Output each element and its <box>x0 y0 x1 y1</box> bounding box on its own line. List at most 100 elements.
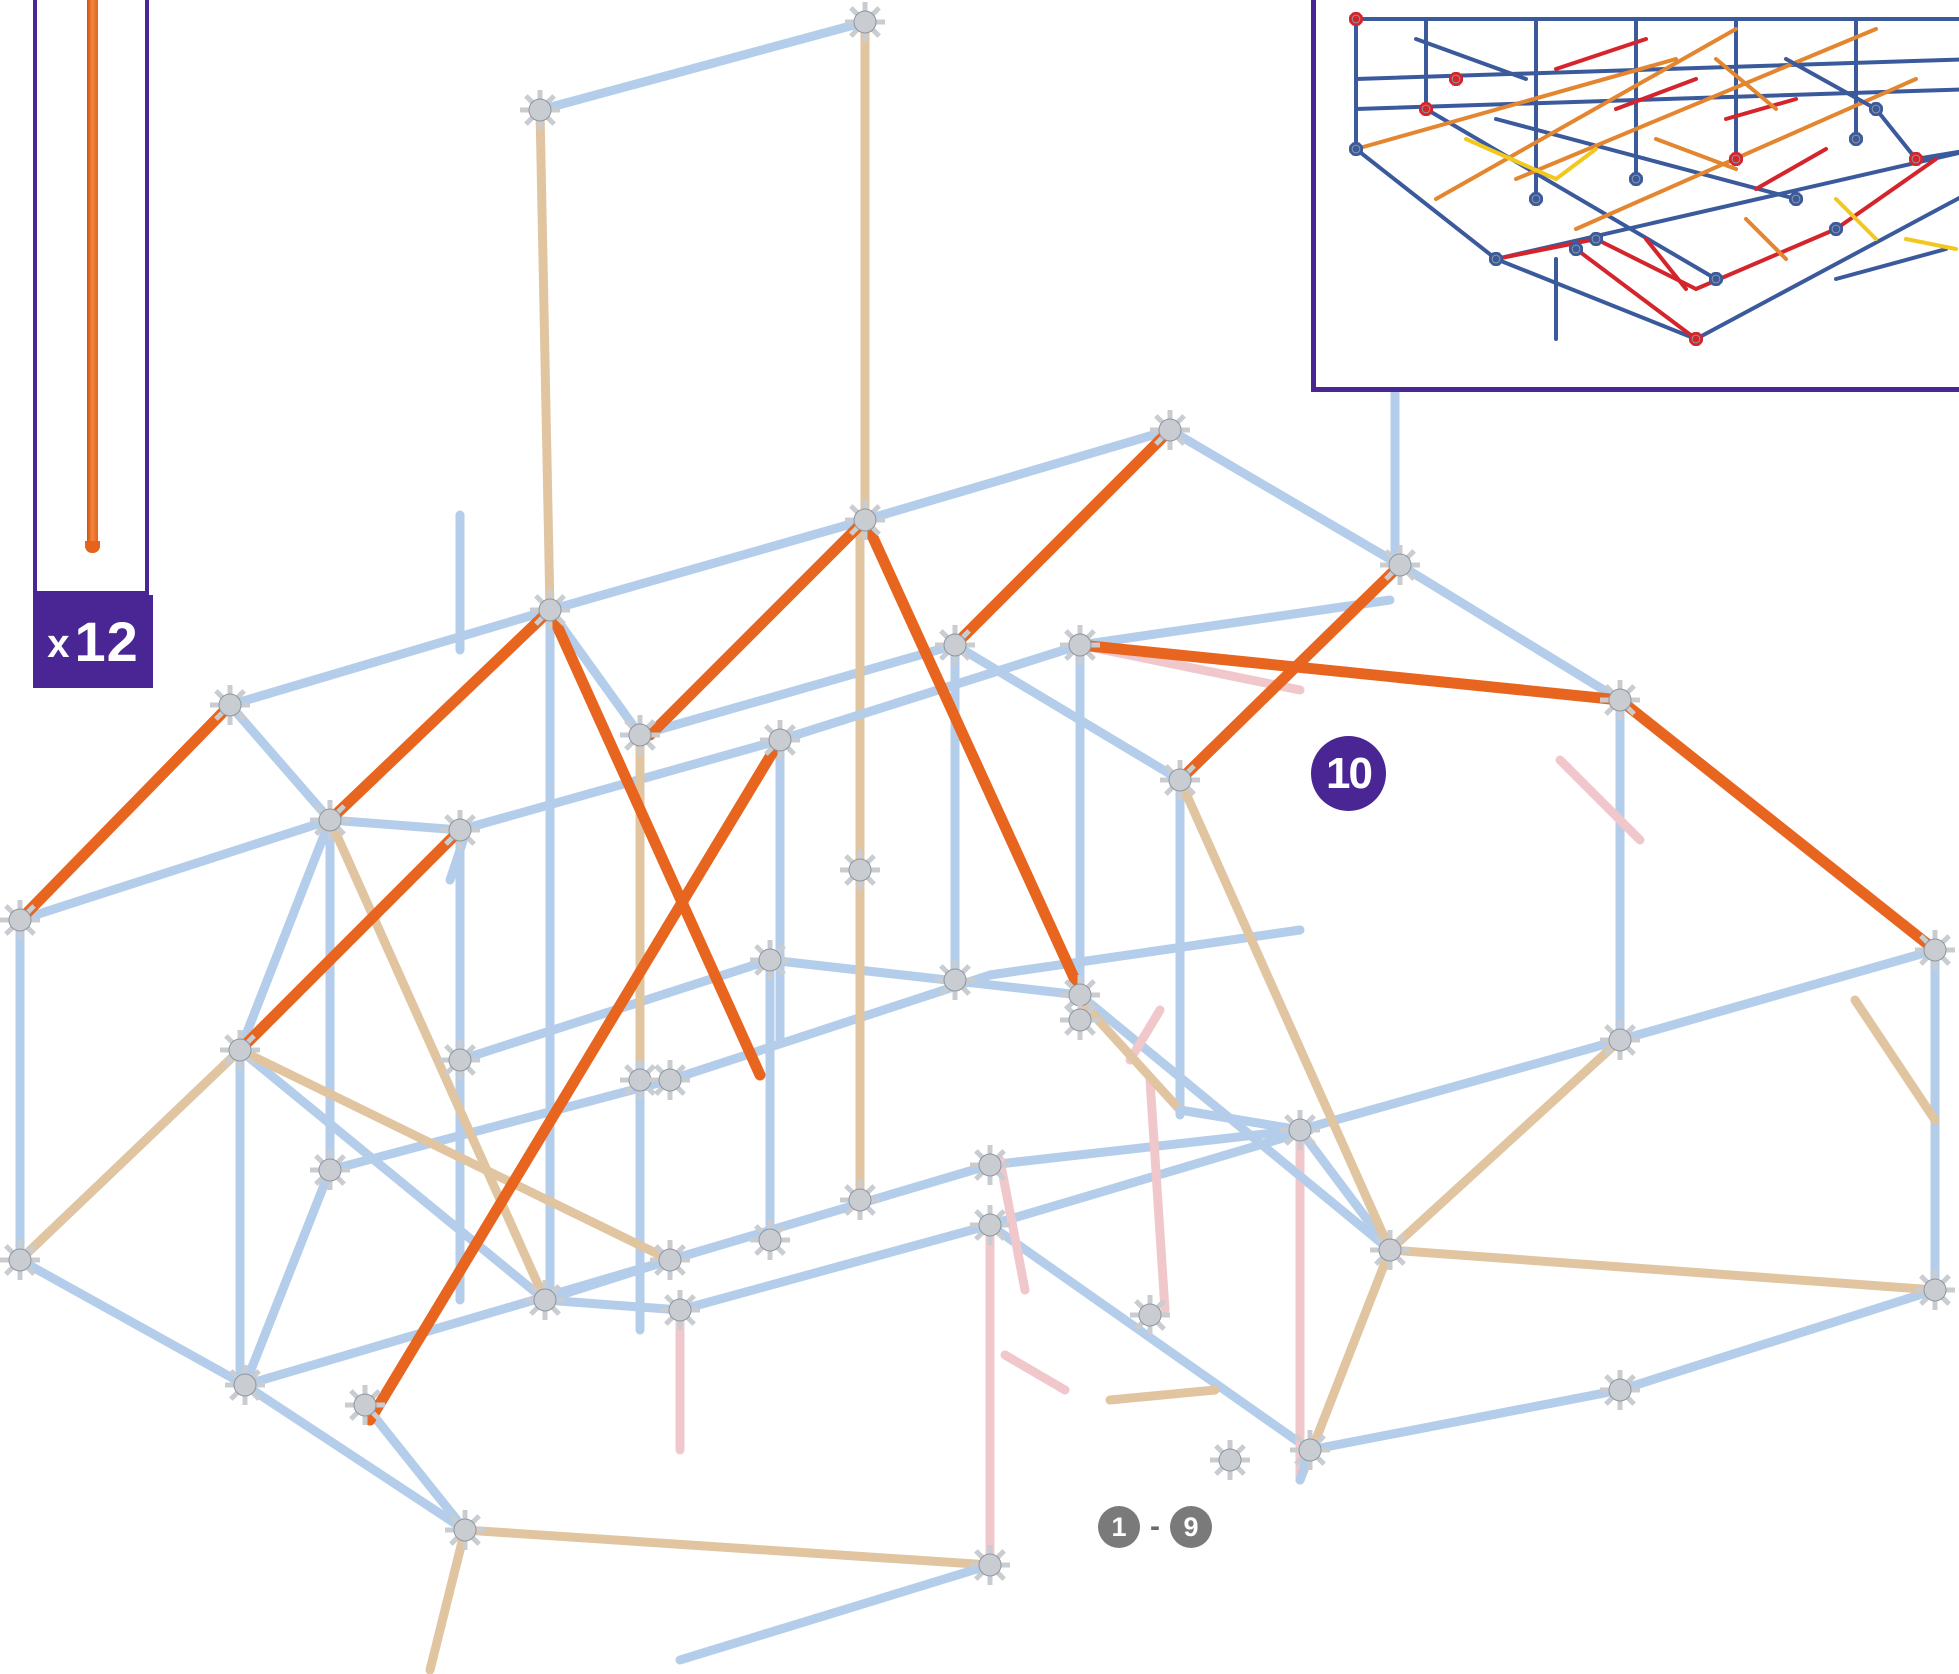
connector-hub-42 <box>1210 1440 1250 1480</box>
connector-hub-25 <box>1290 1430 1330 1470</box>
frame-rod-4 <box>545 515 870 615</box>
inset-rod-27 <box>1754 147 1828 191</box>
connector-hub-12 <box>1060 625 1100 665</box>
inset-rod-34 <box>1744 217 1788 261</box>
inset-rod-40 <box>1654 137 1738 171</box>
connector-hub-34 <box>660 1290 700 1330</box>
connector-hub-41 <box>345 1385 385 1425</box>
frame-rod-56 <box>765 955 1085 1000</box>
frame-rod-16 <box>1395 560 1625 705</box>
connector-hub-15 <box>220 1030 260 1070</box>
inset-rod-25 <box>1554 37 1648 71</box>
inset-rod-2 <box>1354 147 1498 261</box>
connector-hub-13 <box>1160 760 1200 800</box>
frame-rod-67 <box>1385 1035 1625 1255</box>
frame-rod-31 <box>1305 1385 1625 1455</box>
connector-hub-2 <box>530 590 570 630</box>
frame-rod-72 <box>15 1045 245 1265</box>
connector-hub-27 <box>840 850 880 890</box>
range-start-badge: 1 <box>1098 1506 1140 1548</box>
frame-rod-66 <box>1385 1245 1940 1295</box>
connector-hub-31 <box>750 940 790 980</box>
connector-hub-46 <box>750 1220 790 1260</box>
inset-rod-13 <box>1354 57 1678 151</box>
connector-hub-39 <box>1130 1295 1170 1335</box>
inset-rods <box>1349 12 1959 346</box>
inset-rod-11 <box>1424 107 1718 281</box>
connector-hub-26 <box>1600 680 1640 720</box>
connector-hub-17 <box>225 1365 265 1405</box>
inset-rod-33 <box>1554 147 1598 181</box>
inset-rod-3 <box>1494 150 1959 261</box>
frame-rod-46 <box>325 1075 675 1175</box>
connector-hub-36 <box>445 1510 485 1550</box>
frame-rod-28 <box>1615 945 1940 1045</box>
frame-rod-89 <box>1850 995 1940 1125</box>
connector-hub-23 <box>1915 1270 1955 1310</box>
frame-rod-80 <box>1555 755 1645 845</box>
inset-rod-39 <box>1904 237 1958 251</box>
frame-rod-14 <box>950 640 1185 785</box>
frame-rod-8 <box>325 815 465 835</box>
frame-rod-59 <box>240 1380 470 1535</box>
connector-hub-19 <box>970 1145 1010 1185</box>
connector-hub-14 <box>0 900 40 940</box>
inset-hub-9 <box>1729 152 1743 166</box>
frame-rod-61 <box>675 1560 995 1665</box>
connector-hub-18 <box>650 1240 690 1280</box>
connector-hub-11 <box>935 625 975 665</box>
connectors <box>0 2 1955 1585</box>
inset-rod-28 <box>1414 37 1528 81</box>
connector-hub-6 <box>210 685 250 725</box>
connector-hub-0 <box>520 90 560 130</box>
inset-rod-31 <box>1914 149 1959 161</box>
frame-rod-27 <box>1295 1035 1625 1135</box>
frame-rod-3 <box>225 605 555 710</box>
frame-rod-11 <box>1075 595 1395 650</box>
frame-rod-82 <box>1125 1005 1165 1065</box>
inset-hub-4 <box>1529 192 1543 206</box>
frame-rod-79 <box>1145 1075 1170 1315</box>
frame-rod-58 <box>460 1525 995 1570</box>
orange-rod-2 <box>234 824 466 1056</box>
quantity-value: 12 <box>74 610 139 673</box>
frame-rod-73 <box>325 815 550 1305</box>
connector-hub-3 <box>845 500 885 540</box>
frame-rod-20 <box>15 815 335 925</box>
inset-hub-6 <box>1689 332 1703 346</box>
inset-rod-20 <box>1494 237 1598 261</box>
frame-rod-45 <box>240 1165 335 1390</box>
orange-rod-5 <box>859 514 1081 986</box>
inset-hub-8 <box>1589 232 1603 246</box>
frame-rod-32 <box>985 1220 1315 1455</box>
inset-hub-13 <box>1709 272 1723 286</box>
connector-hub-7 <box>310 800 350 840</box>
orange-rod-10 <box>1614 694 1941 956</box>
connector-hub-4 <box>1150 410 1190 450</box>
connector-hub-20 <box>1280 1110 1320 1150</box>
frame-rod-21 <box>235 815 335 1055</box>
inset-hub-1 <box>1349 142 1363 156</box>
inset-rod-36 <box>1644 237 1688 291</box>
inset-hub-16 <box>1869 102 1883 116</box>
frame-rod-62 <box>425 1525 470 1674</box>
new-orange-rods <box>14 424 1941 1426</box>
frame-rod-25 <box>665 1160 995 1265</box>
inset-rod-18 <box>1694 195 1959 341</box>
step-number-badge: 10 <box>1311 736 1386 811</box>
orange-rod-4 <box>644 514 871 741</box>
connector-hub-30 <box>440 1040 480 1080</box>
inset-rod-41 <box>1714 57 1778 111</box>
inset-rod-19 <box>1574 247 1698 341</box>
connector-hub-44 <box>1060 1000 1100 1040</box>
step-range-indicator: 1 - 9 <box>1098 1506 1212 1548</box>
frame-rod-30 <box>1615 1285 1940 1395</box>
frame-rod-51 <box>540 1295 685 1315</box>
frame-rod-69 <box>1175 775 1395 1255</box>
inset-rod-15 <box>1514 27 1878 181</box>
inset-rod-32 <box>1464 137 1558 181</box>
frame-rod-85 <box>1075 995 1185 1115</box>
inset-rod-26 <box>1724 97 1798 121</box>
